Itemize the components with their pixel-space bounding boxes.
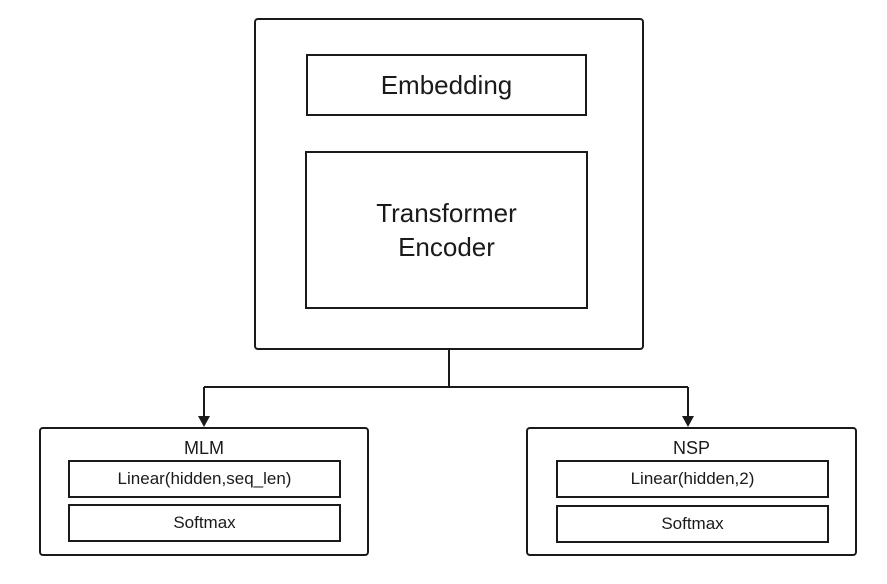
encoder-label: Transformer Encoder <box>376 198 517 262</box>
mlm-linear-label: Linear(hidden,seq_len) <box>117 469 292 488</box>
mlm-linear-box: Linear(hidden,seq_len) <box>68 460 341 498</box>
arrowhead-nsp <box>682 416 694 427</box>
nsp-linear-box: Linear(hidden,2) <box>556 460 829 498</box>
nsp-title: NSP <box>672 438 710 458</box>
encoder-box: Transformer Encoder <box>305 151 588 309</box>
nsp-softmax-box: Softmax <box>556 505 829 543</box>
mlm-softmax-box: Softmax <box>68 504 341 542</box>
arrowhead-mlm <box>198 416 210 427</box>
embedding-box: Embedding <box>306 54 587 116</box>
mlm-title: MLM <box>184 438 224 458</box>
nsp-linear-label: Linear(hidden,2) <box>630 469 755 488</box>
embedding-label: Embedding <box>380 70 513 100</box>
mlm-softmax-label: Softmax <box>173 513 236 532</box>
nsp-softmax-label: Softmax <box>661 514 724 533</box>
